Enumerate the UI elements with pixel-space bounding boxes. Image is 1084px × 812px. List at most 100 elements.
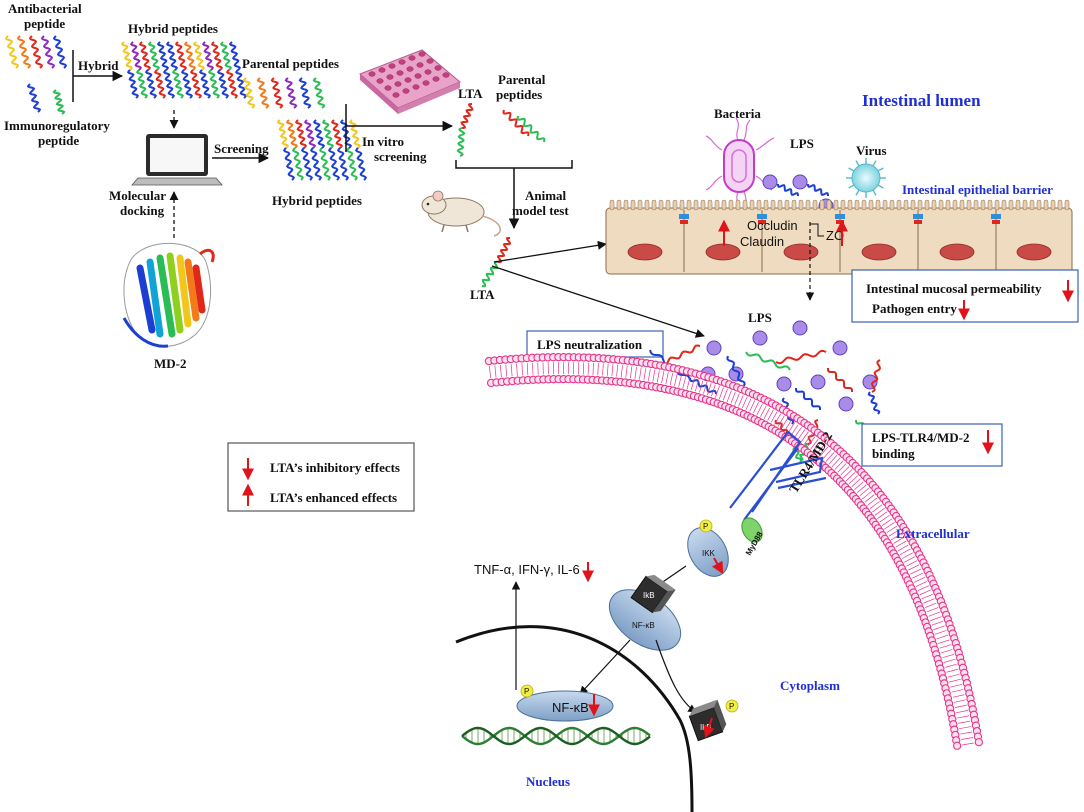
virus-spike <box>877 167 884 172</box>
microvillus <box>1029 199 1035 211</box>
lipid-tail <box>810 439 819 449</box>
microvillus <box>679 199 685 211</box>
lipid-tail <box>494 365 497 378</box>
microvillus <box>861 199 867 211</box>
lipid-tail <box>648 368 651 381</box>
lipid-tail <box>499 364 502 377</box>
lipid-tail <box>872 504 883 513</box>
virus-spike <box>848 184 855 189</box>
lipid-tail <box>891 533 902 541</box>
microvillus <box>896 199 902 211</box>
peptide-strand <box>481 260 499 288</box>
lipid-tail <box>756 403 763 416</box>
lps-head <box>776 376 792 392</box>
lipid-tail <box>928 611 940 617</box>
lipid-tail <box>921 593 933 600</box>
lps-tail <box>745 351 791 371</box>
peptide-strand <box>165 41 179 71</box>
microvillus <box>784 199 790 211</box>
lipid-tail <box>949 678 961 683</box>
peptide-strand <box>28 35 44 69</box>
lipid-tail <box>954 704 967 708</box>
peptide-strand <box>292 147 304 181</box>
peptide-strand <box>301 147 313 181</box>
lipid-tail <box>690 378 695 391</box>
lipid-tail <box>602 363 604 376</box>
microvillus <box>1022 199 1028 211</box>
virus-spike <box>872 189 877 196</box>
microvillus <box>763 199 769 211</box>
lipid-tail <box>843 469 853 479</box>
peptide-strand <box>228 41 242 71</box>
lipid-tail <box>942 653 955 659</box>
in-vitro-label-1: In vitro <box>362 134 404 149</box>
hybrid-peptides-bottom-label: Hybrid peptides <box>272 193 362 208</box>
peptide-strand <box>298 77 312 109</box>
lipid-tail <box>953 699 966 703</box>
well <box>378 67 386 73</box>
microvillus <box>651 199 657 211</box>
lipid-tail <box>822 449 832 460</box>
peptide-strand <box>283 147 295 181</box>
well <box>418 51 426 57</box>
microvillus <box>931 199 937 211</box>
microvillus <box>875 199 881 211</box>
lipid-tail <box>945 663 957 668</box>
lipid-tail <box>587 362 589 375</box>
lps-mid-label: LPS <box>748 310 772 325</box>
lipid-tail <box>665 372 669 385</box>
parental-peptides-2-label-2: peptides <box>496 87 542 102</box>
screening-label: Screening <box>214 141 269 156</box>
parental-peptides-label: Parental peptides <box>242 56 339 71</box>
hybrid-peptides-bottom <box>276 119 367 181</box>
lps-top-label: LPS <box>790 136 814 151</box>
lipid-tail <box>510 364 513 377</box>
lipid-tail <box>661 371 665 384</box>
microvillus <box>616 199 622 211</box>
lipid-tail <box>807 436 816 447</box>
well <box>408 55 416 61</box>
peptide-strand <box>321 119 335 149</box>
well <box>386 74 394 80</box>
lipid-tail <box>532 362 534 375</box>
extracellular-label: Extracellular <box>896 526 970 541</box>
lipid-tail <box>895 540 907 548</box>
lipid-tail <box>521 363 523 376</box>
lipid-tail <box>960 731 973 735</box>
microvillus <box>658 199 664 211</box>
hybrid-label: Hybrid <box>78 58 119 73</box>
lipid-tail <box>886 525 898 533</box>
binding-label: binding <box>872 446 915 461</box>
peptide-strand <box>4 35 20 69</box>
lipid-tail <box>869 501 880 509</box>
tight-junction <box>913 214 923 219</box>
tight-junction <box>757 214 767 219</box>
lipid-tail <box>926 607 939 613</box>
phospho-ikb-icon <box>725 699 739 713</box>
molecular-docking-label-2: docking <box>120 203 165 218</box>
lipid-tail <box>957 715 970 719</box>
phospho-ikk-icon <box>699 519 713 533</box>
permeability-label: Intestinal mucosal permeability <box>866 281 1042 296</box>
peptide-strand <box>138 41 152 71</box>
peptide-strand <box>337 147 349 181</box>
cell-membrane <box>484 352 984 750</box>
peptide-strand <box>294 119 308 149</box>
lipid-tail <box>505 364 508 377</box>
peptide-strand <box>135 69 149 99</box>
lipid-tail <box>864 494 875 503</box>
bacterium-icon <box>705 117 775 213</box>
microvillus <box>854 199 860 211</box>
lipid-head <box>974 738 984 747</box>
legend-enhance-label: LTA’s enhanced effects <box>270 490 397 505</box>
lipid-tail <box>616 364 619 377</box>
peptide-strand <box>16 35 32 69</box>
cell-nucleus <box>861 243 897 261</box>
cell-nucleus <box>1016 243 1052 261</box>
pathogen-entry-label: Pathogen entry <box>872 301 957 316</box>
lipid-tail <box>904 556 915 563</box>
peptide-strand <box>156 41 170 71</box>
nfkb-label: NF-κB <box>632 621 655 630</box>
lipid-tail <box>828 454 838 465</box>
